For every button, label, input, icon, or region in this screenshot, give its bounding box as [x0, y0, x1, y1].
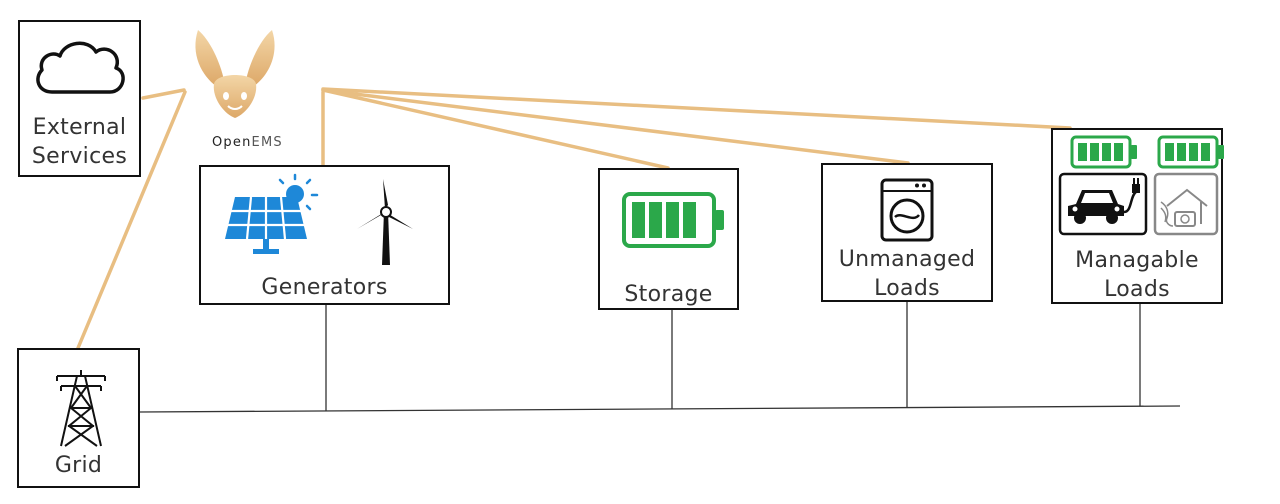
comm-line-external-services	[141, 88, 186, 100]
comm-line-unmanaged-loads	[321, 88, 910, 165]
grid-label: Grid	[54, 453, 103, 478]
unmanaged-loads-box[interactable]: Unmanaged Loads	[821, 163, 993, 302]
fennec-fox-icon	[195, 30, 275, 118]
washing-machine-icon	[880, 178, 934, 242]
openems-brand-label: OpenEMS	[212, 135, 283, 150]
brand-prefix: Open	[212, 135, 252, 150]
electric-car-icon	[1058, 172, 1148, 236]
generators-label: Generators	[261, 275, 388, 300]
managable-loads-label-line2: Loads	[1104, 277, 1170, 302]
comm-line-managable-loads	[321, 87, 1072, 130]
external-services-label-line2: Services	[31, 144, 128, 169]
managable-loads-box[interactable]: Managable Loads	[1051, 128, 1224, 304]
external-services-label-line1: External	[32, 115, 127, 140]
solar-panel-icon	[225, 173, 319, 254]
unmanaged-loads-label-line2: Loads	[874, 276, 940, 301]
storage-box[interactable]: Storage	[598, 168, 739, 310]
unmanaged-loads-label-line1: Unmanaged	[838, 247, 976, 272]
storage-label: Storage	[624, 282, 713, 307]
external-services-box[interactable]: External Services	[18, 20, 141, 177]
battery-icon	[1157, 135, 1224, 169]
battery-icon	[1070, 135, 1137, 169]
comm-line-grid	[76, 90, 187, 350]
managable-loads-label-line1: Managable	[1075, 248, 1199, 273]
brand-suffix: EMS	[251, 135, 283, 150]
grid-box[interactable]: Grid	[17, 348, 140, 488]
generators-box[interactable]: Generators	[199, 165, 450, 305]
heat-pump-house-icon	[1153, 172, 1219, 236]
comm-line-storage	[321, 88, 670, 170]
electrical-bus	[139, 405, 1181, 413]
battery-icon	[622, 192, 724, 248]
power-pylon-icon	[56, 370, 106, 447]
cloud-icon	[36, 41, 125, 94]
wind-turbine-icon	[357, 179, 413, 265]
